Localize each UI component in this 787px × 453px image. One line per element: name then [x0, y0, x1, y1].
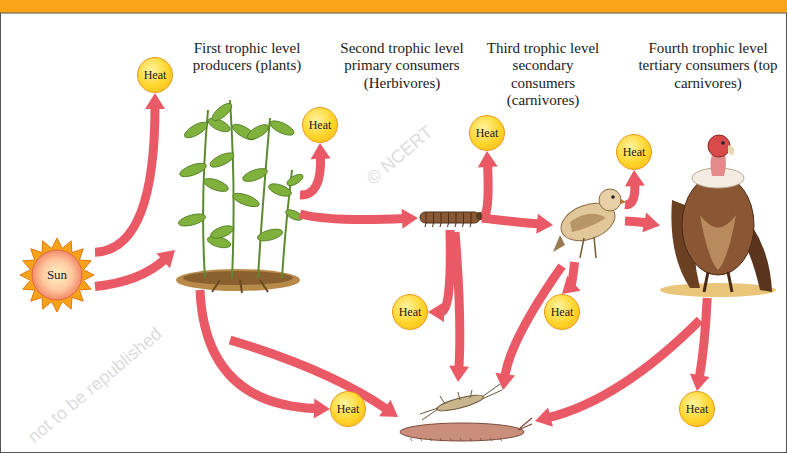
trophic-level-label: First trophic level producers (plants) [182, 40, 312, 75]
energy-arrow [428, 230, 450, 322]
sun-circle: Sun [19, 237, 95, 313]
watermark: not to be republished [24, 323, 166, 447]
heat-circle: Heat [544, 294, 580, 330]
header-bar [0, 0, 787, 13]
heat-circle: Heat [392, 294, 428, 330]
heat-label: Heat [686, 402, 709, 417]
energy-arrow [95, 93, 165, 252]
vulture-drawing [660, 135, 776, 297]
organism-box: Third trophic level secondary consumers … [553, 180, 625, 262]
heat-label: Heat [144, 68, 167, 83]
decomposer-arrow [230, 340, 398, 417]
energy-arrow [482, 214, 553, 234]
organism-box: Fourth trophic level tertiary consumers … [660, 133, 778, 298]
energy-arrow [300, 143, 331, 195]
energy-arrow [562, 262, 581, 294]
frame [1, 13, 787, 453]
heat-label: Heat [399, 305, 422, 320]
decomposer-drawing [400, 384, 532, 441]
decomposer-arrow [535, 320, 700, 427]
heat-circle: Heat [679, 391, 715, 427]
heat-circle: Heat [330, 391, 366, 427]
trophic-level-label: Second trophic level primary consumers (… [322, 40, 482, 92]
organism-box: Second trophic level primary consumers (… [418, 206, 482, 230]
heat-circle: Heat [616, 134, 652, 170]
decomposer-arrow [495, 266, 562, 390]
heat-label: Heat [309, 118, 332, 133]
energy-arrow [95, 250, 175, 286]
heat-circle: Heat [469, 115, 505, 151]
sun-label: Sun [19, 237, 95, 313]
heat-label: Heat [551, 305, 574, 320]
plant-drawing [176, 100, 305, 293]
energy-arrow [478, 151, 498, 218]
heat-label: Heat [476, 126, 499, 141]
heat-circle: Heat [302, 107, 338, 143]
trophic-level-label: Third trophic level secondary consumers … [482, 40, 604, 109]
organism-box: First trophic level producers (plants) [175, 100, 300, 290]
trophic-level-label: Fourth trophic level tertiary consumers … [633, 40, 783, 92]
energy-arrow [690, 298, 710, 391]
energy-arrow [625, 213, 660, 233]
bird-drawing [553, 189, 627, 258]
heat-label: Heat [337, 402, 360, 417]
watermark: © NCERT [363, 121, 438, 188]
caterpillar-drawing [420, 212, 484, 227]
decomposer-arrow [449, 232, 469, 382]
energy-arrow [300, 209, 418, 229]
heat-circle: Heat [137, 57, 173, 93]
heat-label: Heat [623, 145, 646, 160]
energy-arrow [625, 170, 645, 205]
